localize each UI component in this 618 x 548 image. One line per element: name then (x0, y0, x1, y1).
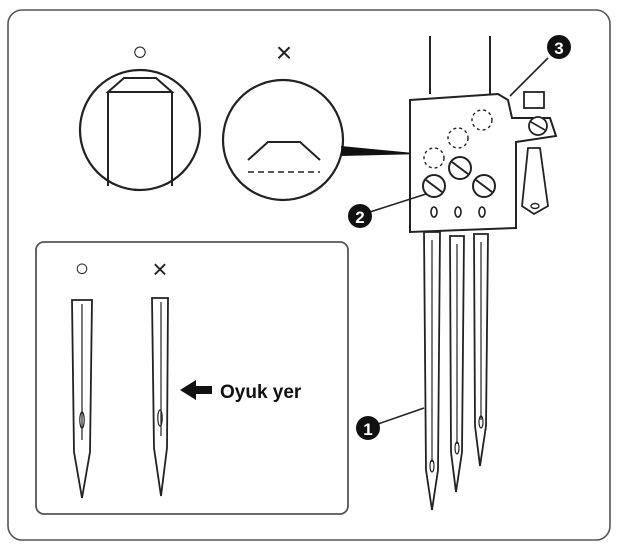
detail-pointer (341, 146, 424, 156)
correct-mark-top: ○ (132, 36, 148, 66)
svg-text:1: 1 (363, 420, 372, 439)
correct-mark-panel: ○ (75, 255, 90, 282)
callout-3: 3 (509, 35, 571, 97)
incorrect-mark-top: × (276, 37, 292, 68)
tip-detail-correct: ○ (78, 36, 202, 192)
svg-text:2: 2 (355, 208, 364, 227)
left-arrow-icon (180, 380, 212, 400)
groove-panel (35, 241, 349, 515)
needle-incorrect: × (151, 254, 169, 497)
callout-1: 1 (356, 407, 425, 440)
callout-2: 2 (348, 193, 427, 228)
needle-correct: ○ (71, 255, 93, 499)
groove-indicator: Oyuk yer (180, 380, 302, 403)
needle-bar-assembly (409, 36, 558, 511)
svg-text:3: 3 (554, 39, 563, 58)
incorrect-mark-panel: × (152, 254, 167, 284)
groove-label: Oyuk yer (220, 382, 302, 403)
tip-detail-incorrect: × (221, 37, 345, 202)
